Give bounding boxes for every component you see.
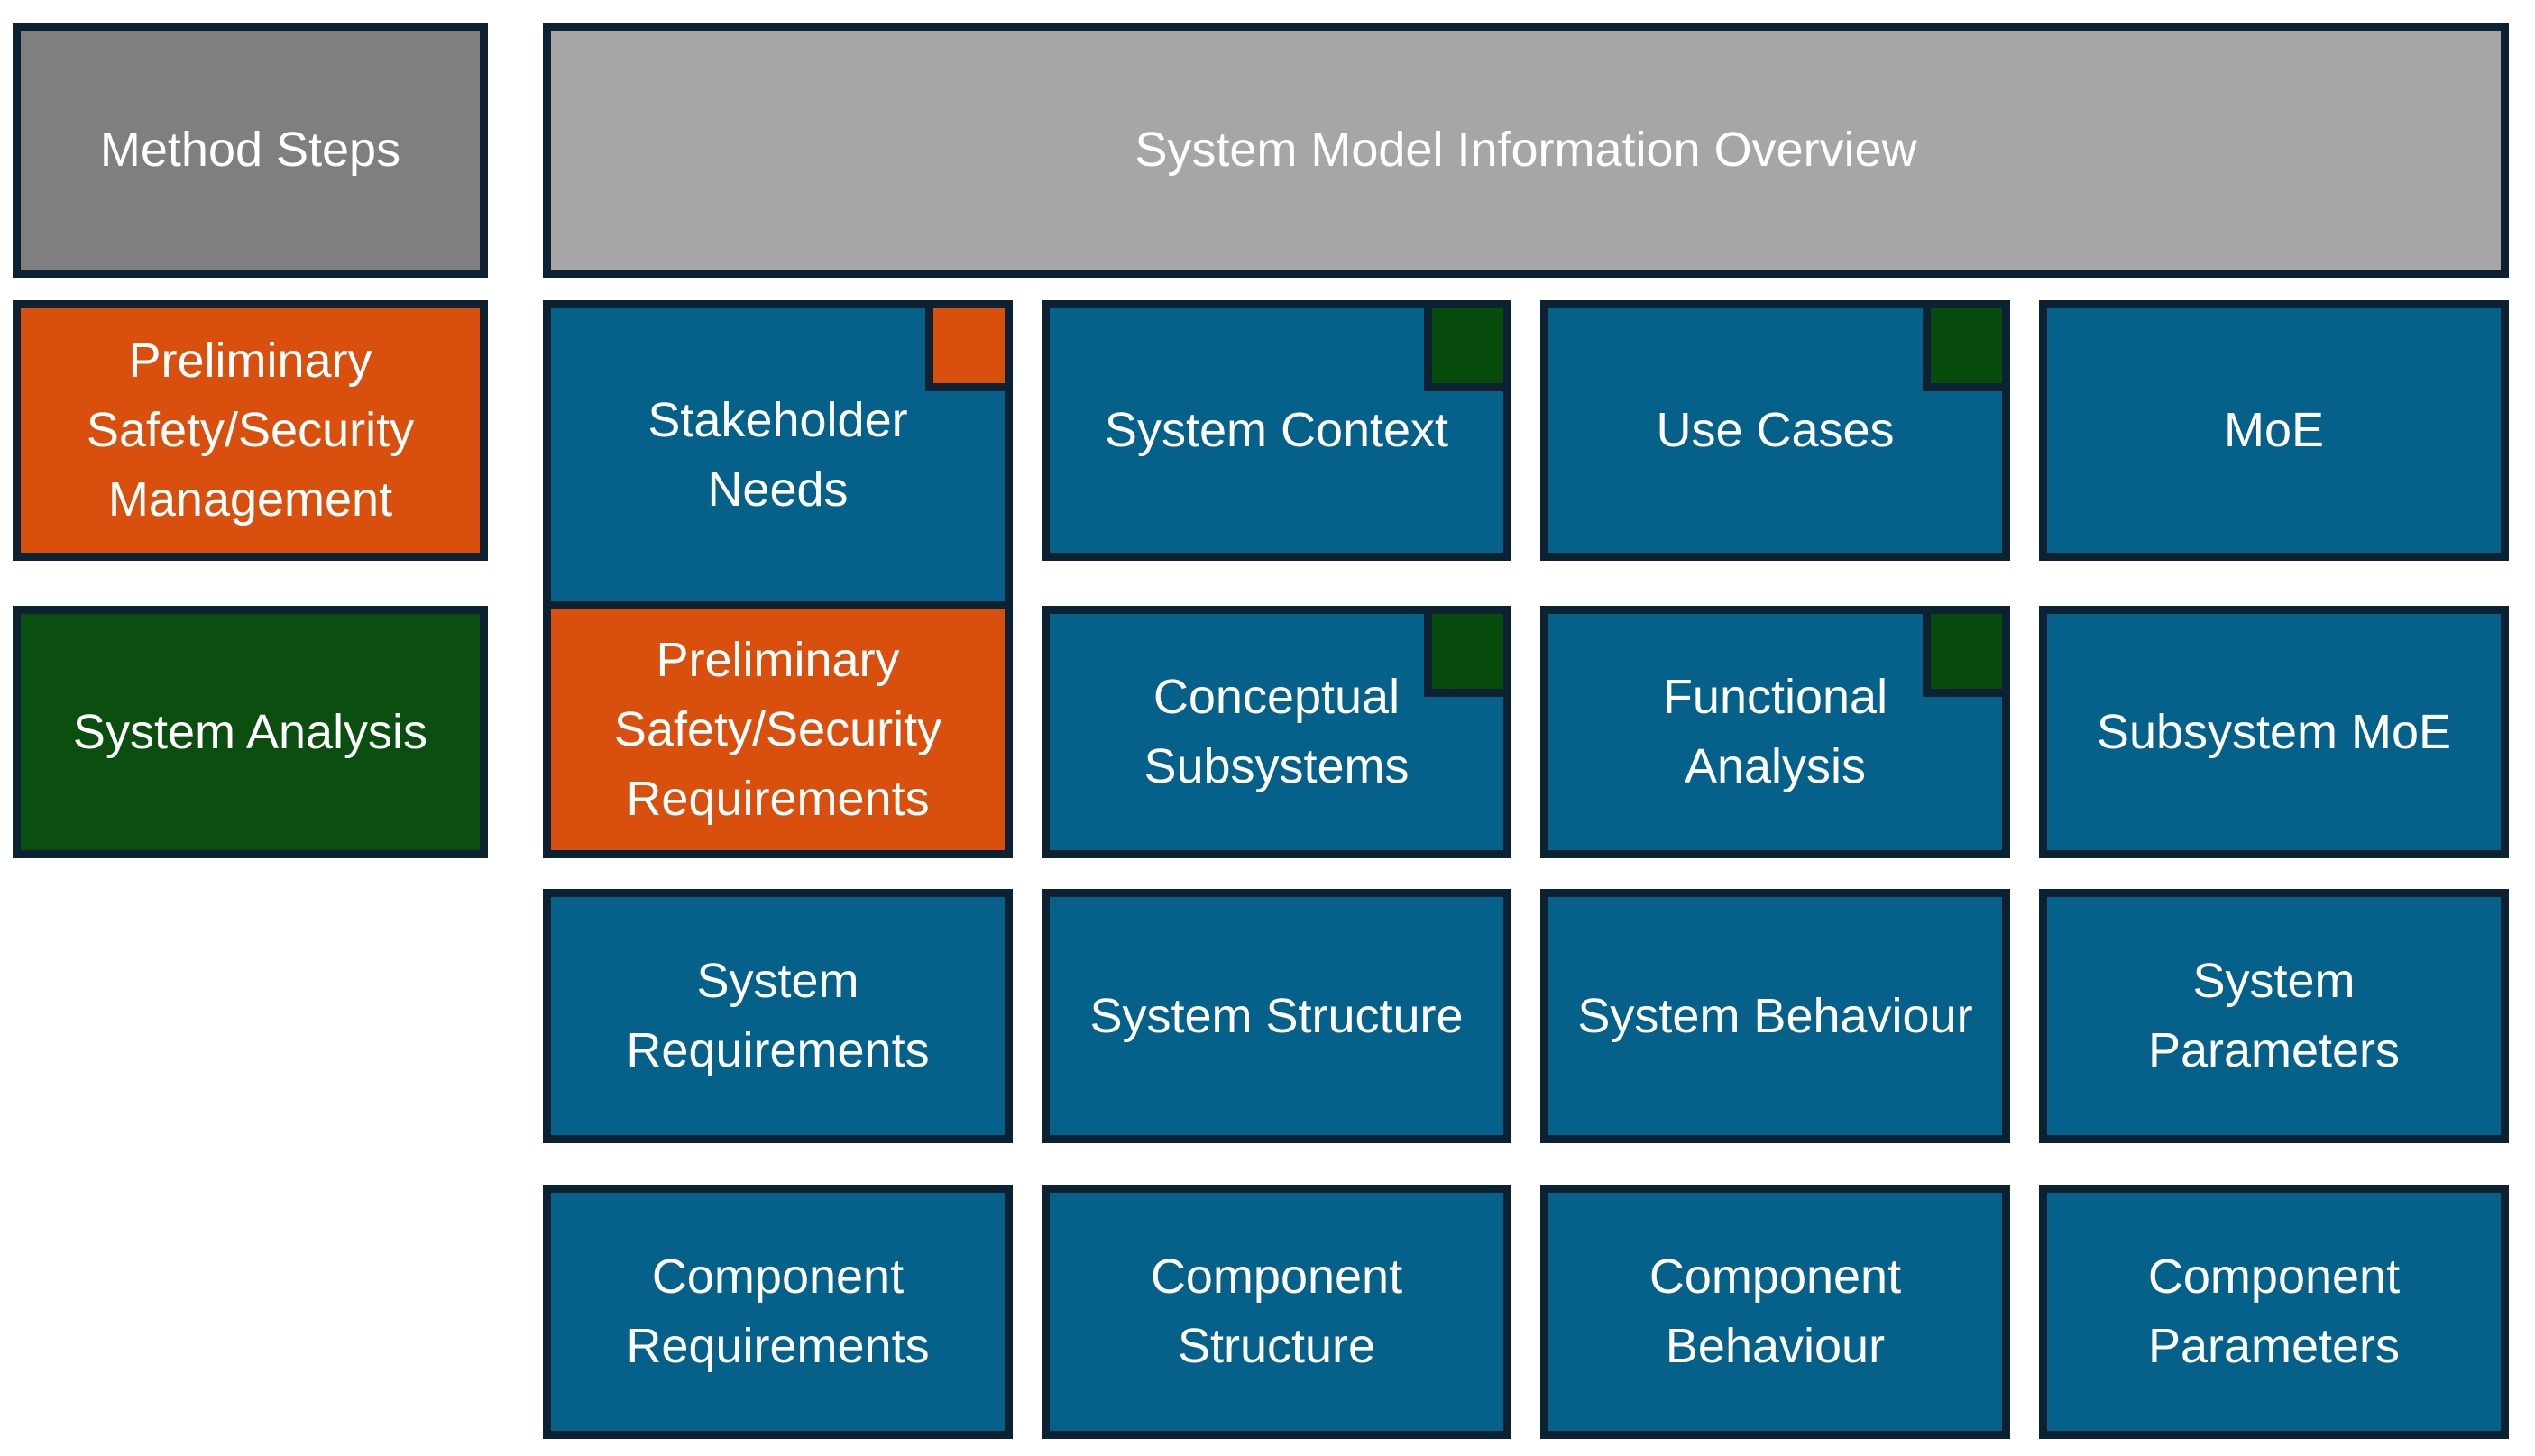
box-preliminary-safety-security-requirements: Preliminary Safety/Security Requirements bbox=[551, 601, 1005, 850]
method-steps-header-box: Method Steps bbox=[13, 23, 488, 278]
box-functional-analysis: Functional Analysis bbox=[1540, 606, 2010, 858]
method-overview-diagram: Method Steps Preliminary Safety/Security… bbox=[13, 23, 2509, 1439]
functional-analysis-corner-tag bbox=[1923, 614, 2002, 697]
box-conceptual-subsystems: Conceptual Subsystems bbox=[1042, 606, 1511, 858]
conceptual-subsystems-corner-tag bbox=[1424, 614, 1503, 697]
box-component-behaviour: Component Behaviour bbox=[1540, 1185, 2010, 1439]
box-component-structure: Component Structure bbox=[1042, 1185, 1511, 1439]
stakeholder-needs-requirements-stack: Stakeholder Needs Preliminary Safety/Sec… bbox=[543, 300, 1013, 858]
use-cases-corner-tag bbox=[1923, 308, 2002, 391]
box-component-parameters: Component Parameters bbox=[2039, 1185, 2509, 1439]
box-use-cases: Use Cases bbox=[1540, 300, 2010, 561]
system-model-overview-header: System Model Information Overview bbox=[543, 23, 2509, 278]
box-component-requirements: Component Requirements bbox=[543, 1185, 1013, 1439]
sidebar-item-system-analysis: System Analysis bbox=[13, 606, 488, 858]
box-subsystem-moe: Subsystem MoE bbox=[2039, 606, 2509, 858]
box-system-behaviour: System Behaviour bbox=[1540, 889, 2010, 1143]
sidebar-item-preliminary-safety-security-management: Preliminary Safety/Security Management bbox=[13, 300, 488, 561]
box-system-context: System Context bbox=[1042, 300, 1511, 561]
box-label: System Context bbox=[1104, 403, 1449, 458]
box-label: Functional Analysis bbox=[1662, 670, 1888, 793]
system-context-corner-tag bbox=[1424, 308, 1503, 391]
box-label: Use Cases bbox=[1656, 403, 1895, 458]
stakeholder-needs-corner-tag bbox=[925, 308, 1005, 391]
box-moe: MoE bbox=[2039, 300, 2509, 561]
box-system-requirements: System Requirements bbox=[543, 889, 1013, 1143]
box-system-structure: System Structure bbox=[1042, 889, 1511, 1143]
box-label: Conceptual Subsystems bbox=[1144, 670, 1410, 793]
box-system-parameters: System Parameters bbox=[2039, 889, 2509, 1143]
